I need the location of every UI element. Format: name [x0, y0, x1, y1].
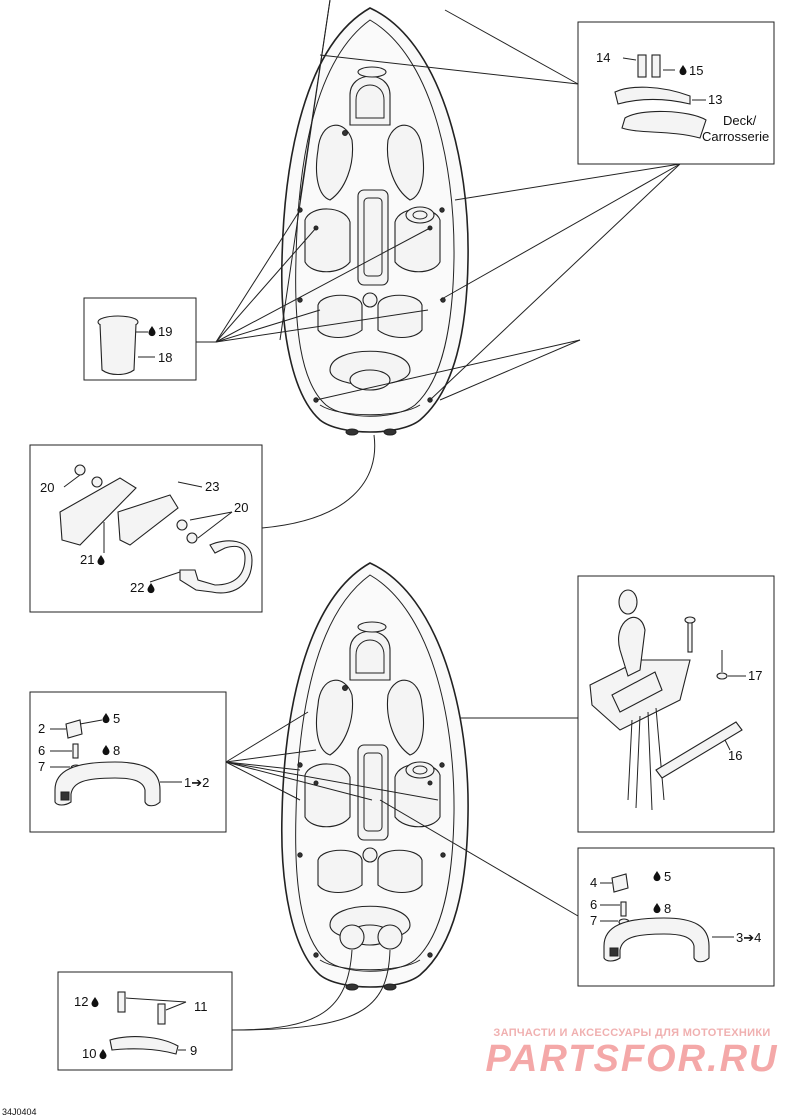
callout-4: 4: [590, 875, 597, 890]
watermark-tagline: ЗАПЧАСТИ И АКСЕССУАРЫ ДЛЯ МОТОТЕХНИКИ: [493, 1027, 771, 1039]
callout-16: 16: [728, 748, 742, 763]
callout-22: 22: [130, 580, 144, 595]
callout-box-handle-left: 2 5 6 8 7 1➔2: [29, 691, 227, 833]
callout-17: 17: [748, 668, 762, 683]
callout-18: 18: [158, 350, 172, 365]
top-hull-deck: [280, 7, 469, 436]
bottom-hull-deck: [280, 562, 469, 991]
callout-5-right: 5: [664, 869, 671, 884]
callout-1-to-2: 1➔2: [184, 775, 209, 790]
callout-box-handle-right: 4 5 6 8 7 3➔4: [577, 847, 775, 987]
callout-12: 12: [74, 994, 88, 1009]
callout-23: 23: [205, 479, 219, 494]
callout-14: 14: [596, 50, 610, 65]
callout-20-a: 20: [40, 480, 54, 495]
leader-lines-bottom: [231, 949, 391, 1031]
callout-box-plate: 20 23 20 21 22: [29, 444, 263, 613]
callout-6-right: 6: [590, 897, 597, 912]
watermark-brand: PARTSFOR.RU: [485, 1038, 779, 1080]
callout-20-b: 20: [234, 500, 248, 515]
leader-lines-cup: [196, 209, 581, 401]
callout-15: 15: [689, 63, 703, 78]
callout-8: 8: [113, 743, 120, 758]
callout-box-cup-holder: 19 18: [83, 297, 197, 381]
callout-6: 6: [38, 743, 45, 758]
leader-lines-top: [279, 0, 681, 401]
callout-box-deck-cleat: 14 15 13 Deck/ Carrosserie: [577, 21, 775, 165]
callout-11: 11: [194, 999, 208, 1014]
callout-10: 10: [82, 1046, 96, 1061]
carrosserie-label: Carrosserie: [702, 129, 769, 144]
callout-7: 7: [38, 759, 45, 774]
callout-7-right: 7: [590, 913, 597, 928]
leader-line-plate: [261, 434, 376, 529]
callout-21: 21: [80, 552, 94, 567]
deck-label: Deck/: [723, 113, 757, 128]
callout-9: 9: [190, 1043, 197, 1058]
figure-code: 34J0404: [2, 1107, 37, 1117]
leader-line-handle-right: [379, 799, 579, 917]
callout-19: 19: [158, 324, 172, 339]
callout-5: 5: [113, 711, 120, 726]
callout-box-throttle: 17 16: [577, 575, 775, 833]
callout-13: 13: [708, 92, 722, 107]
callout-2: 2: [38, 721, 45, 736]
callout-box-stern-cleat: 12 11 10 9: [57, 971, 233, 1071]
callout-8-right: 8: [664, 901, 671, 916]
leader-lines-handle-left: [225, 711, 439, 801]
watermark: ЗАПЧАСТИ И АКСЕССУАРЫ ДЛЯ МОТОТЕХНИКИ PA…: [472, 1027, 792, 1079]
callout-3-to-4: 3➔4: [736, 930, 761, 945]
